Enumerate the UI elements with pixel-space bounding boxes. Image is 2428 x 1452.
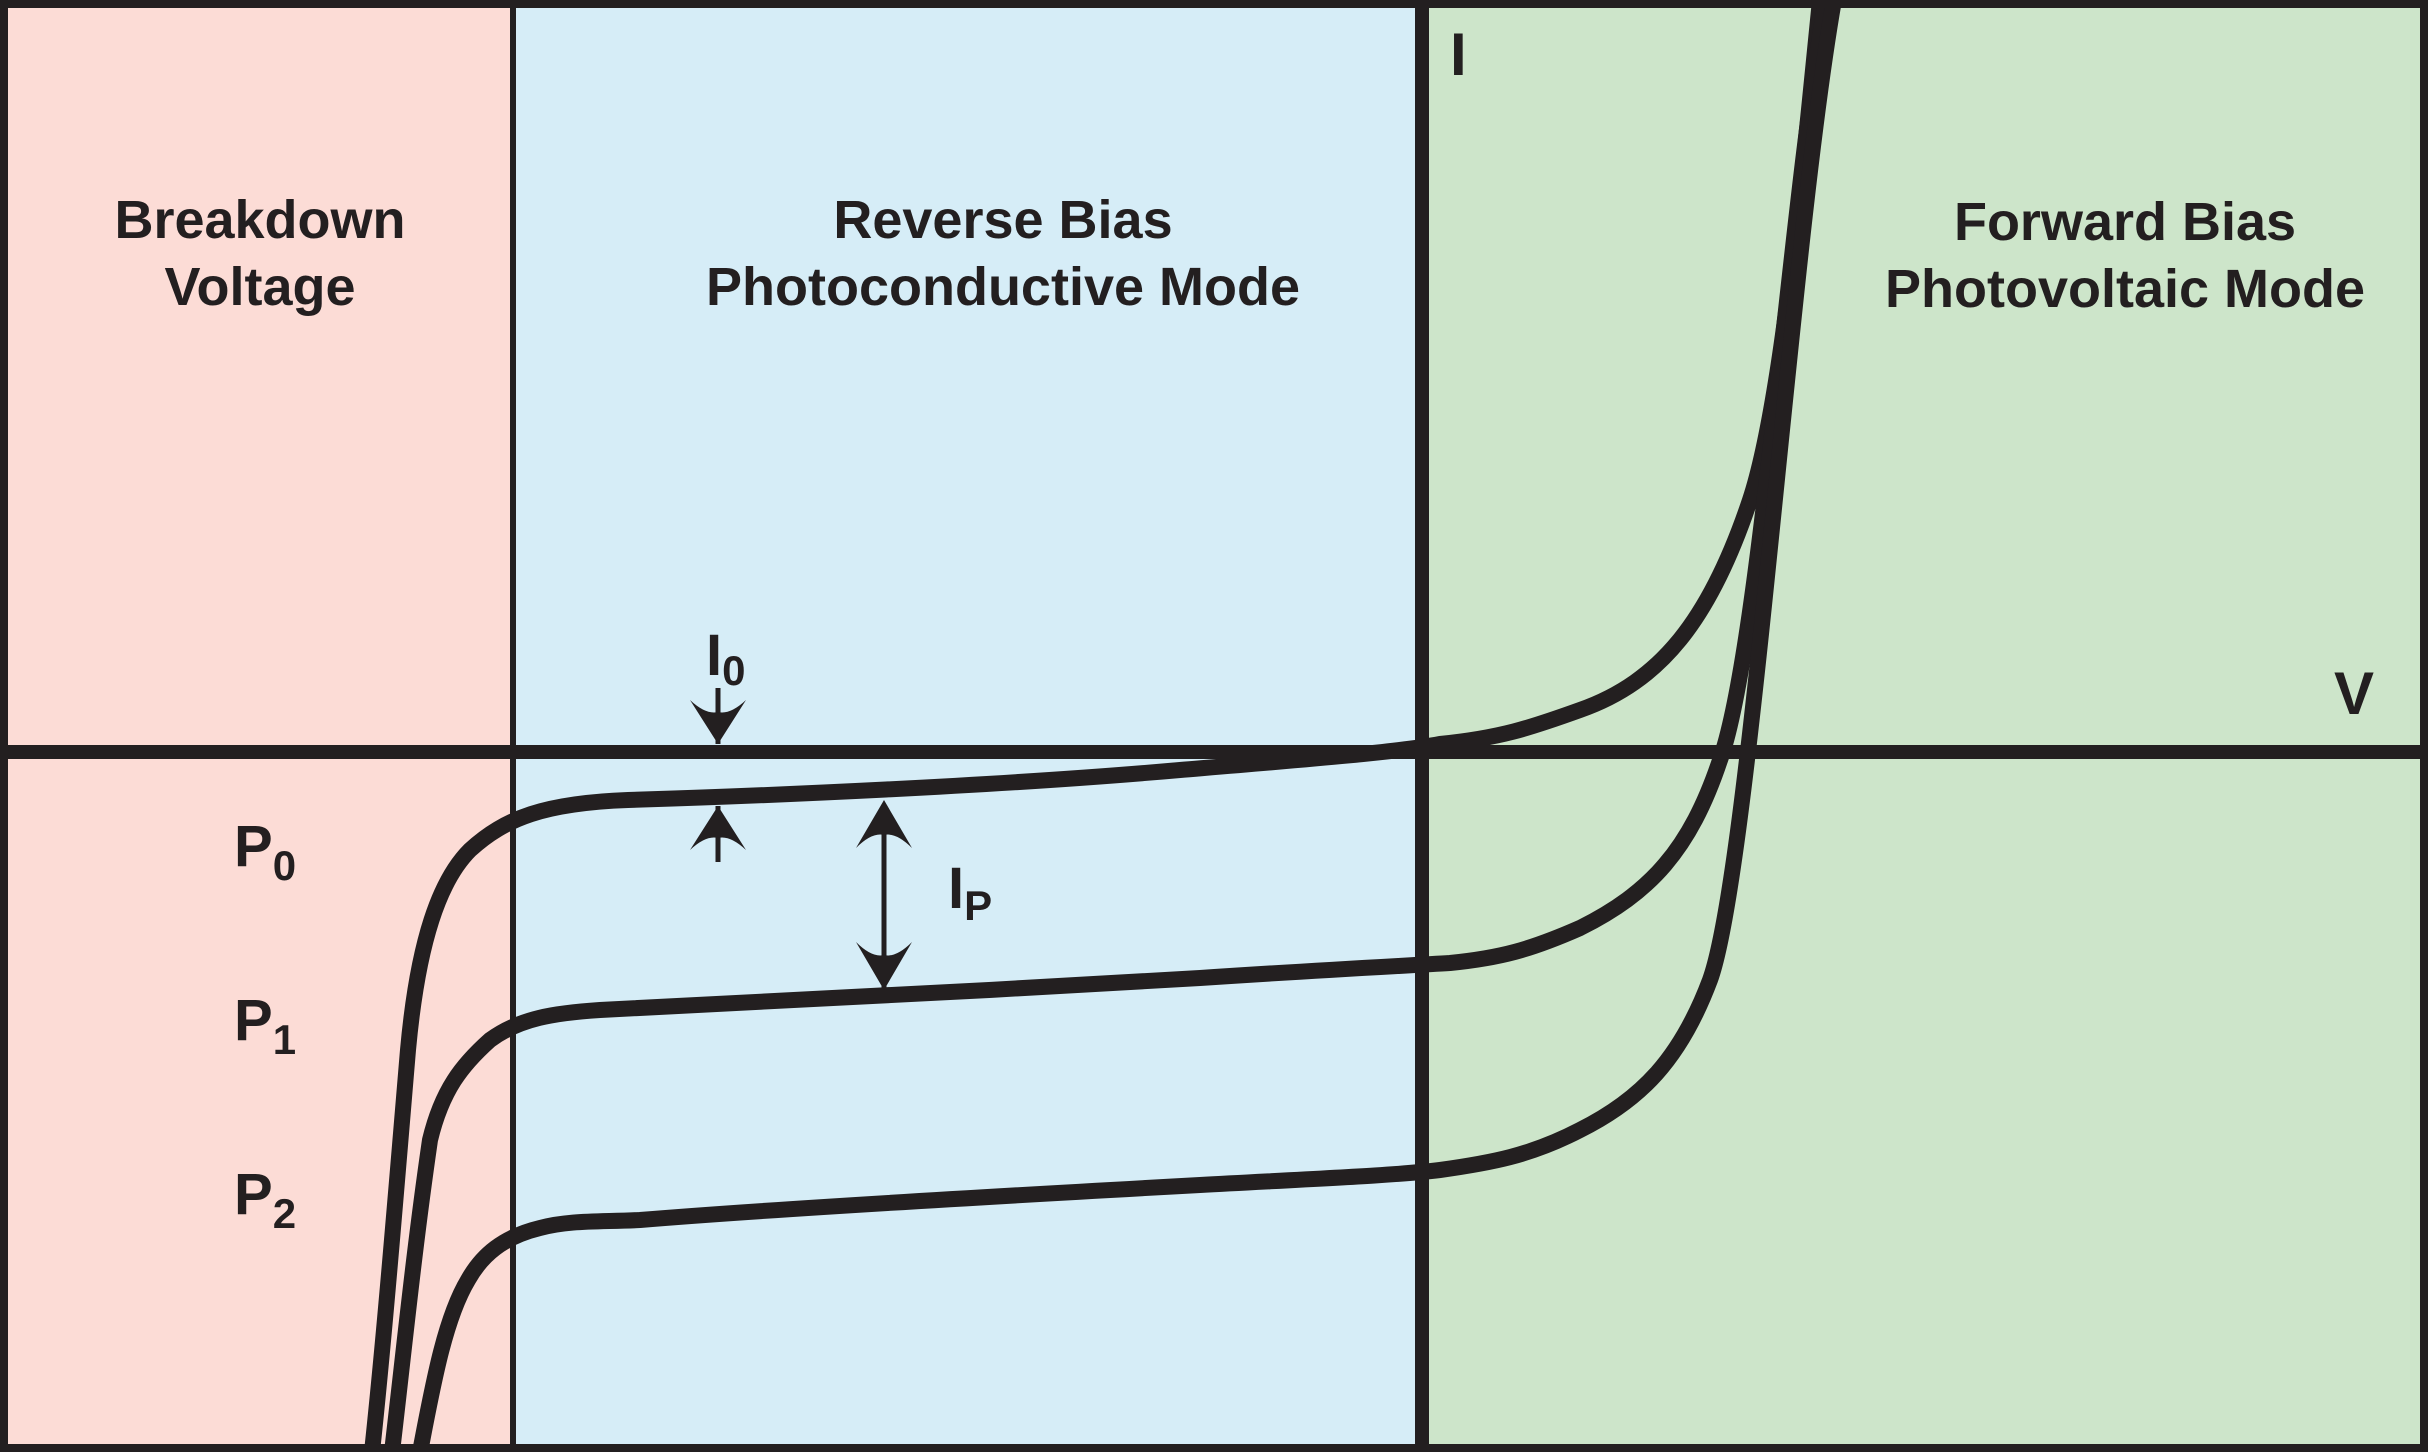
curve-label-p1: P1: [234, 988, 296, 1063]
dark-current-arrow: [690, 688, 746, 862]
curve-label-p2: P2: [234, 1162, 296, 1237]
photocurrent-label: IP: [948, 856, 992, 929]
forward-bias-label-line1: Forward Bias: [1954, 192, 2296, 252]
breakdown-label-line2: Voltage: [164, 257, 355, 317]
reverse-bias-region: [513, 0, 1422, 1452]
photocurrent-arrow: [856, 800, 912, 990]
reverse-bias-label-line2: Photoconductive Mode: [706, 257, 1300, 317]
iv-curve-p1: [384, 0, 1834, 1452]
dark-current-label: I0: [706, 623, 745, 694]
curve-label-p0: P0: [234, 814, 296, 889]
forward-bias-region: [1422, 0, 2428, 1452]
voltage-axis-label: V: [2334, 660, 2374, 727]
iv-curve-p0: [364, 0, 1828, 1452]
reverse-bias-label-line1: Reverse Bias: [833, 190, 1172, 250]
iv-curve-p2: [412, 0, 1842, 1452]
breakdown-label-line1: Breakdown: [114, 190, 405, 250]
current-axis-label: I: [1450, 21, 1467, 88]
forward-bias-label-line2: Photovoltaic Mode: [1885, 259, 2365, 319]
